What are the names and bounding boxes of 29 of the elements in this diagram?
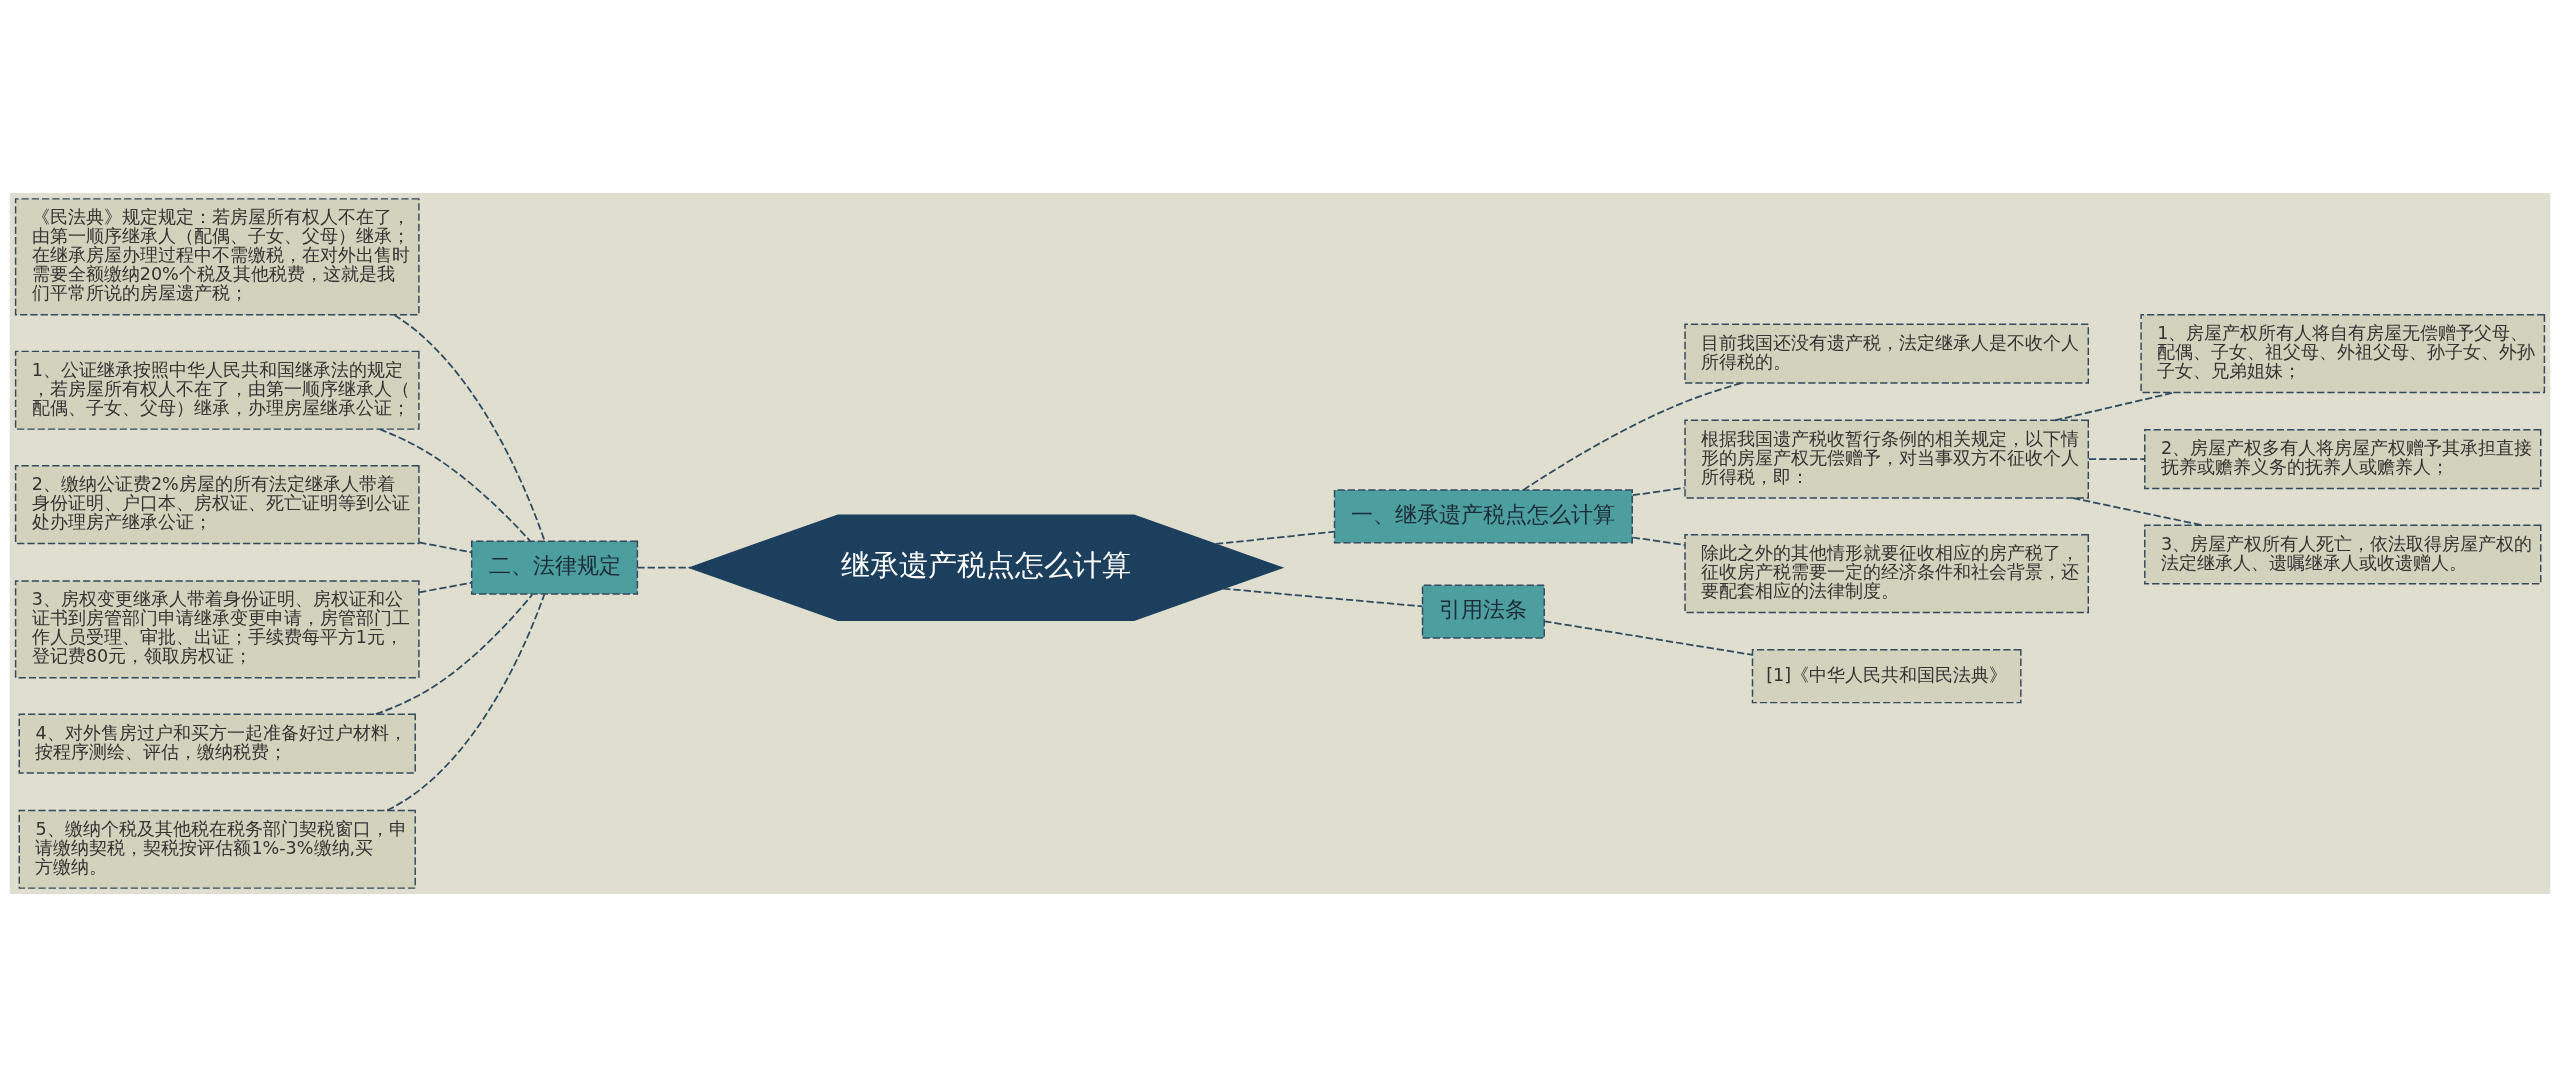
connector [1214,530,1336,545]
node-box: 3、房屋产权所有人死亡，依法取得房屋产权的法定继承人、遗嘱继承人或收遗赠人。 [2144,523,2542,585]
node-box: 根据我国遗产税收暂行条例的相关规定，以下情形的房屋产权无偿赠予，对当事双方不征收个人所得税，即： [1684,419,2090,499]
node-box: 2、缴纳公证费2%房屋的所有法定继承人带着身份证明、户口本、房权证、死亡证明等到公证处办理房产继承公证； [14,464,420,544]
connector [418,581,473,593]
node-box: 《民法典》规定规定：若房屋所有权人不在了，由第一顺序继承人（配偶、子女、父母）继承；在继承房屋办理过程中不需缴税，在对外出售时需要全额缴纳20%个税及其他税费，这就是我们平常所说的房屋遗产税； [14,197,420,315]
connector [1522,381,1743,491]
node-box: 二、法律规定 [470,540,639,595]
connector [1631,486,1686,496]
node-box: 3、房权变更继承人带着身份证明、房权证和公证书到房管部门申请继承变更申请，房管部门工作人员受理、审批、出证；手续费每平方1元，登记费80元，领取房权证； [14,579,420,678]
node-box: 引用法条 [1421,584,1545,639]
connector [393,313,546,542]
node-box: 一、继承遗产税点怎么计算 [1333,488,1633,543]
connector [374,593,534,715]
connector [1543,619,1754,656]
node-box: [1]《中华人民共和国民法典》 [1751,648,2022,703]
connector [1631,536,1686,546]
node-box: 除此之外的其他情形就要征收相应的房产税了，征收房产税需要一定的经济条件和社会背景，还要配套相应的法律制度。 [1684,533,2090,613]
node-box: 4、对外售房过户和买方一起准备好过户材料，按程序测绘、评估，缴纳税费； [18,713,416,774]
node-box: 2、房屋产权多有人将房屋产权赠予其承担直接抚养或赡养义务的抚养人或赡养人； [2144,428,2542,489]
node-box: 5、缴纳个税及其他税在税务部门契税窗口，申请缴纳契税，契税按评估额1%-3%缴纳,买方缴纳。 [18,809,416,889]
node-box: 目前我国还没有遗产税，法定继承人是不收个人所得税的。 [1684,323,2090,384]
connector [418,541,473,553]
connector [2088,457,2146,460]
connector [636,566,691,569]
node-box: 1、公证继承按照中华人民共和国继承法的规定，若房屋所有权人不在了，由第一顺序继承人（配偶、子女、父母）继承，办理房屋继承公证； [14,350,420,430]
node-box: 1、房屋产权所有人将自有房屋无偿赠予父母、配偶、子女、祖父母、外祖父母、孙子女、外孙子女、兄弟姐妹； [2140,313,2546,393]
connector [386,593,546,811]
connector [1222,587,1424,607]
